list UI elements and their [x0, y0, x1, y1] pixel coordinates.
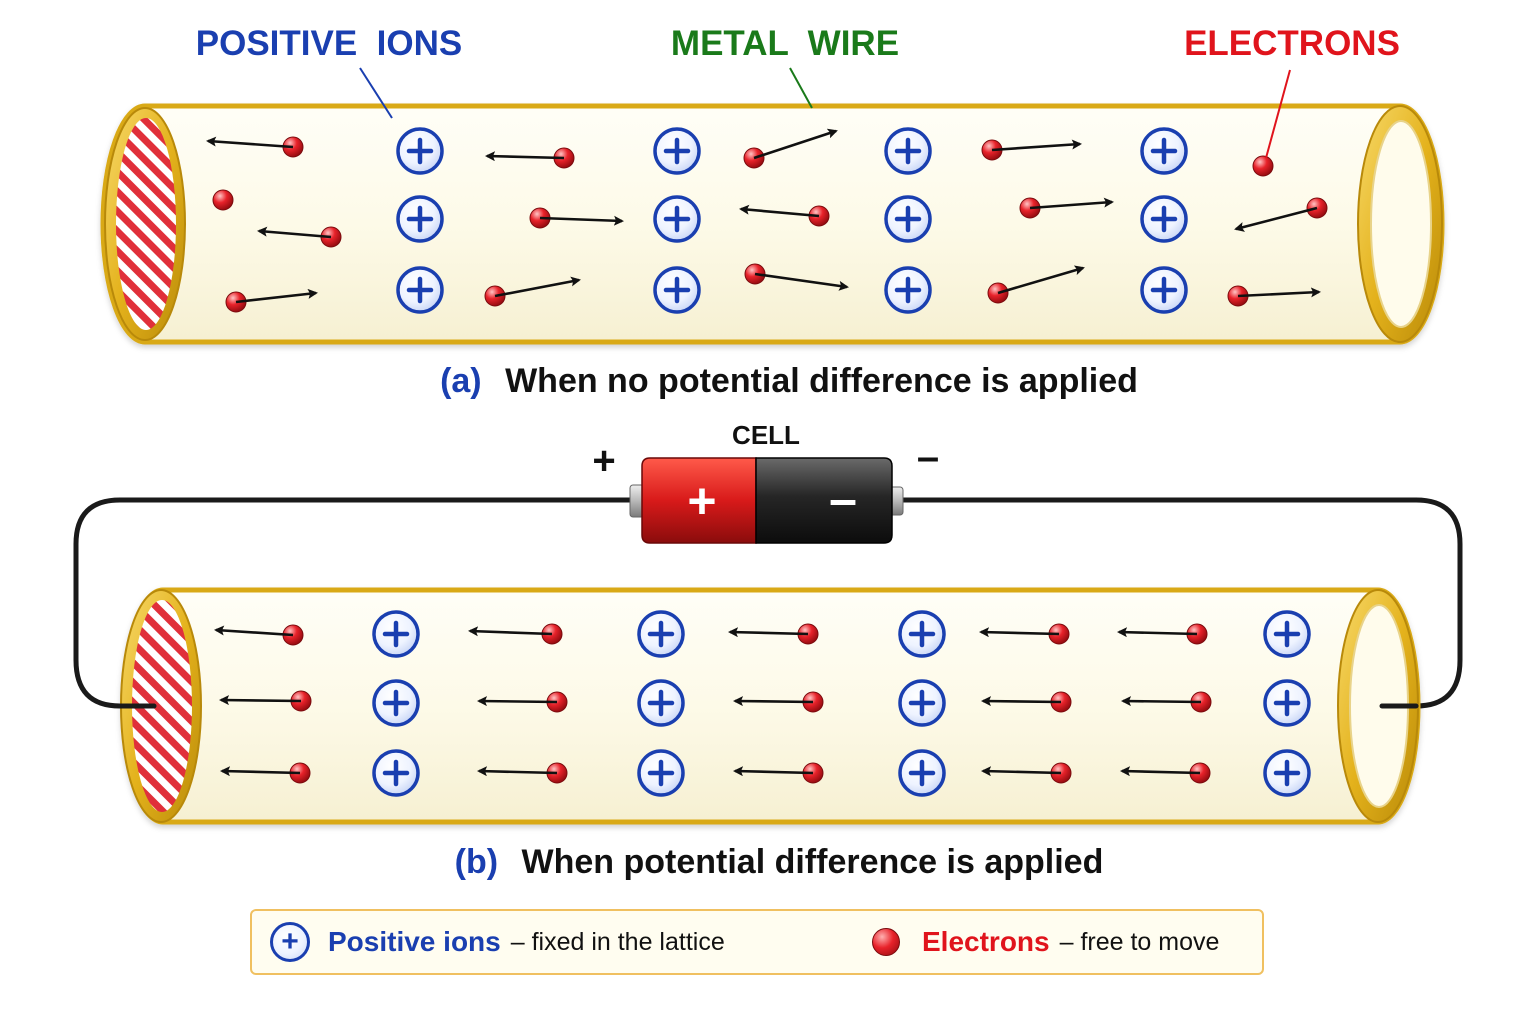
legend-electron-entry: Electrons – free to move — [872, 911, 1219, 973]
caption-a-letter: (a) — [440, 362, 482, 400]
velocity-arrow-icon — [754, 272, 849, 291]
velocity-arrow-icon — [1117, 627, 1198, 638]
positive-ion-icon — [653, 127, 701, 175]
velocity-arrow-icon — [214, 625, 294, 637]
positive-ion-icon — [1140, 195, 1188, 243]
velocity-arrow-icon — [981, 766, 1062, 777]
positive-ions-pointer — [359, 67, 393, 119]
electrons-label: ELECTRONS — [1184, 24, 1400, 63]
velocity-arrow-icon — [485, 151, 565, 162]
velocity-arrow-icon — [753, 128, 838, 160]
metal-wire-label: METAL WIRE — [671, 24, 899, 63]
velocity-arrow-icon — [733, 696, 814, 707]
caption-a-text: When no potential difference is applied — [505, 362, 1138, 400]
positive-ion-icon — [396, 195, 444, 243]
velocity-arrow-icon — [739, 204, 820, 218]
ions-a — [396, 127, 1188, 314]
velocity-arrow-icon — [539, 215, 624, 226]
velocity-arrow-icon — [468, 626, 553, 637]
velocity-arrow-icon — [997, 265, 1085, 295]
electrons-pointer — [1265, 69, 1291, 159]
battery-minus-sign: – — [829, 471, 857, 527]
caption-b-text: When potential difference is applied — [522, 843, 1104, 881]
velocity-arrow-icon — [1237, 287, 1321, 298]
positive-ion-icon: + — [270, 922, 310, 962]
battery-negative-half — [755, 457, 893, 544]
positive-ion-icon — [898, 679, 946, 727]
wire-a-right-opening — [1370, 120, 1432, 328]
battery-plus-sign: + — [687, 473, 716, 529]
battery-icon: + – — [629, 457, 904, 544]
velocity-arrow-icon — [219, 695, 302, 706]
velocity-arrow-icon — [981, 696, 1062, 707]
wire-b-body — [120, 587, 1421, 825]
positive-ion-icon — [1140, 266, 1188, 314]
positive-ion-icon — [396, 127, 444, 175]
positive-ion-icon — [637, 749, 685, 797]
positive-ions-label: POSITIVE IONS — [196, 24, 462, 63]
velocity-arrow-icon — [206, 136, 294, 149]
legend: + Positive ions – fixed in the lattice E… — [250, 909, 1264, 975]
velocity-arrow-icon — [494, 276, 581, 298]
caption-b: (b) When potential difference is applied — [455, 843, 1104, 881]
positive-ion-icon — [372, 749, 420, 797]
velocity-arrow-icon — [979, 627, 1060, 638]
velocity-arrow-icon — [1234, 206, 1318, 232]
wire-a-body — [100, 103, 1445, 345]
legend-ion-desc: – fixed in the lattice — [510, 927, 725, 956]
positive-ion-icon — [1263, 679, 1311, 727]
positive-ion-icon — [637, 679, 685, 727]
velocity-arrow-icon — [733, 766, 814, 777]
velocity-arrow-icon — [728, 627, 809, 638]
legend-electron-desc: – free to move — [1059, 927, 1220, 956]
positive-ion-icon — [1263, 749, 1311, 797]
velocity-arrow-icon — [477, 766, 558, 777]
velocity-arrow-icon — [1120, 766, 1201, 777]
caption-b-letter: (b) — [455, 843, 498, 881]
velocity-arrow-icon — [257, 226, 332, 239]
positive-ion-icon — [653, 195, 701, 243]
wire-a-left-cross-section — [116, 118, 176, 330]
velocity-arrow-icon — [235, 288, 318, 304]
positive-ion-icon — [396, 266, 444, 314]
external-wire-left — [73, 497, 635, 709]
velocity-arrow-icon — [477, 696, 558, 707]
external-wire-right — [899, 497, 1463, 709]
electrons-b — [214, 623, 1212, 784]
positive-ion-icon — [372, 679, 420, 727]
wire-a — [100, 103, 1445, 345]
positive-ion-icon — [884, 266, 932, 314]
positive-ion-icon — [884, 127, 932, 175]
electron-icon — [212, 189, 234, 211]
wire-b-left-cross-section — [132, 600, 192, 812]
positive-ion-icon — [898, 610, 946, 658]
metal-wire-pointer — [789, 67, 813, 109]
cell-label: CELL — [732, 420, 800, 450]
positive-ion-icon — [1140, 127, 1188, 175]
velocity-arrow-icon — [1029, 197, 1114, 210]
velocity-arrow-icon — [991, 139, 1082, 152]
plus-terminal-label: + — [592, 439, 615, 483]
caption-a: (a) When no potential difference is appl… — [440, 362, 1138, 400]
positive-ion-icon — [884, 195, 932, 243]
wire-b — [120, 587, 1421, 825]
electron-icon — [1252, 155, 1274, 177]
legend-ion-entry: + Positive ions – fixed in the lattice — [270, 911, 725, 973]
positive-ion-icon — [898, 749, 946, 797]
legend-ion-title: Positive ions — [328, 926, 501, 957]
legend-electron-title: Electrons — [922, 926, 1050, 957]
positive-ion-icon — [372, 610, 420, 658]
electron-icon — [872, 928, 900, 956]
battery-positive-half — [641, 457, 757, 544]
positive-ion-icon — [653, 266, 701, 314]
positive-ion-icon — [637, 610, 685, 658]
ions-b — [372, 610, 1311, 797]
velocity-arrow-icon — [1121, 696, 1202, 707]
electrons-a — [206, 128, 1328, 313]
positive-ion-icon — [1263, 610, 1311, 658]
minus-terminal-label: – — [917, 435, 939, 479]
velocity-arrow-icon — [220, 766, 301, 777]
